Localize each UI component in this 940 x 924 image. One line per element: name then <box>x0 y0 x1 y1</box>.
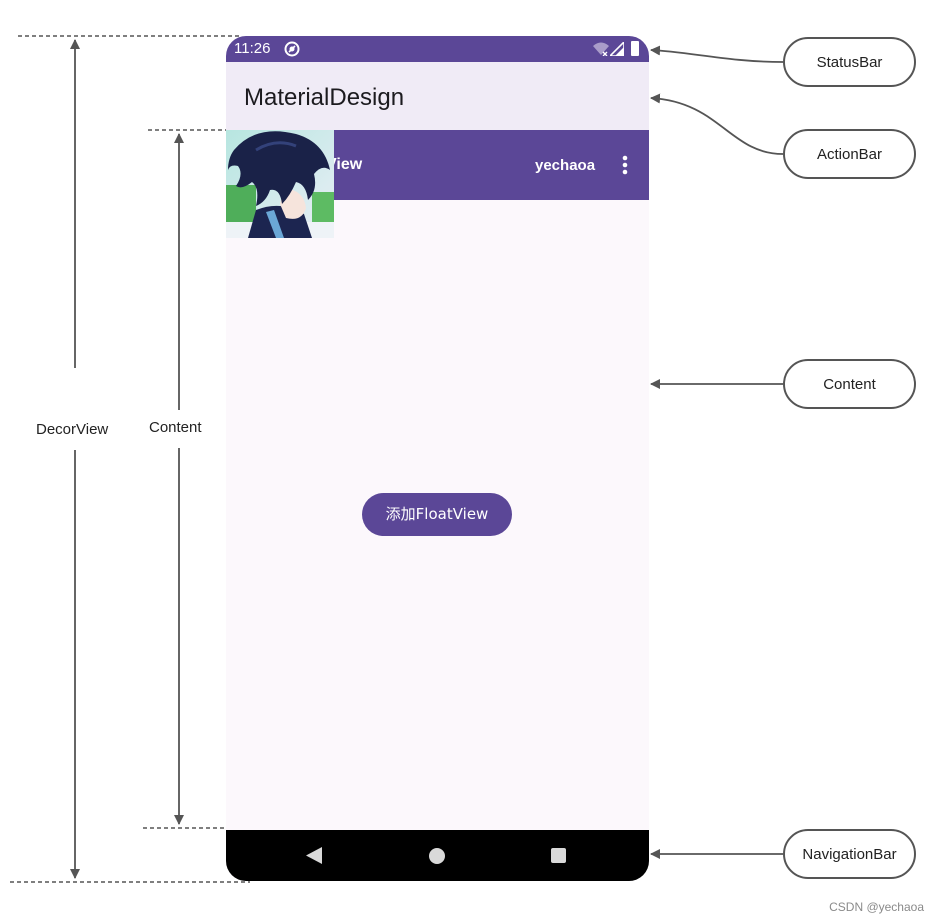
back-icon[interactable] <box>306 847 322 864</box>
callout-content: Content <box>783 359 916 409</box>
overflow-icon[interactable] <box>622 155 628 175</box>
callout-content-label: Content <box>823 375 876 393</box>
wifi-icon <box>593 42 609 56</box>
add-floatview-button[interactable]: 添加FloatView <box>362 493 512 536</box>
callout-navigationbar: NavigationBar <box>783 829 916 879</box>
content-left-label: Content <box>149 419 202 436</box>
callout-actionbar-label: ActionBar <box>816 145 883 163</box>
statusbar-connector <box>650 45 784 63</box>
signal-icon <box>610 42 624 56</box>
action-bar: MaterialDesign <box>226 62 649 130</box>
navigation-bar <box>226 830 649 881</box>
callout-statusbar: StatusBar <box>783 37 916 87</box>
toolbar-title: View <box>326 156 363 173</box>
watermark: CSDN @yechaoa <box>829 900 924 914</box>
status-bar: 11:26 <box>226 36 649 62</box>
app-notify-icon <box>284 41 300 57</box>
battery-icon <box>631 41 639 56</box>
phone-screen: 11:26 MaterialDesign View yechaoa <box>226 36 649 881</box>
recents-icon[interactable] <box>551 848 566 863</box>
callout-statusbar-label: StatusBar <box>816 53 883 71</box>
callout-navigationbar-label: NavigationBar <box>802 845 897 863</box>
actionbar-connector <box>650 93 784 155</box>
action-bar-title: MaterialDesign <box>244 84 405 111</box>
home-icon[interactable] <box>429 848 445 864</box>
status-time: 11:26 <box>234 40 271 57</box>
decorview-label: DecorView <box>36 421 109 438</box>
avatar[interactable] <box>226 130 334 238</box>
toolbar-user-name[interactable]: yechaoa <box>535 157 596 174</box>
callout-actionbar: ActionBar <box>783 129 916 179</box>
